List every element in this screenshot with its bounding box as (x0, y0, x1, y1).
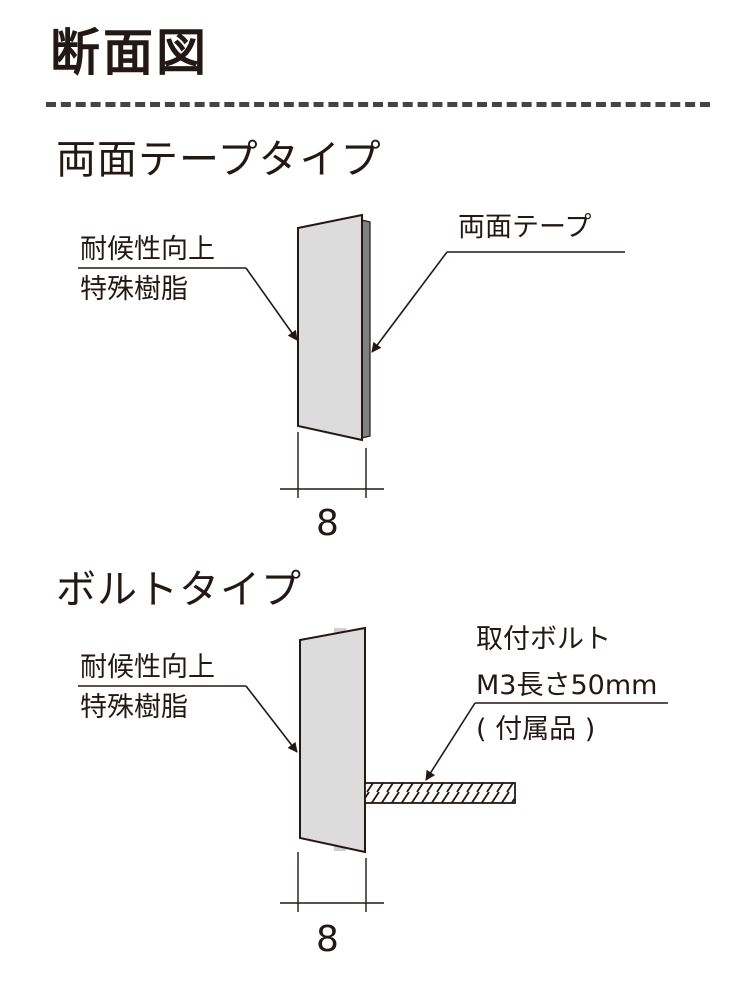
bolt-label-line2: M3長さ50mm (476, 670, 658, 701)
page-title: 断面図 (50, 24, 209, 82)
material-label-tape-line2: 特殊樹脂 (80, 274, 188, 305)
leader-arrow-material-tape (245, 267, 298, 341)
bolt-label-line1: 取付ボルト (476, 624, 611, 655)
material-label-bolt-line2: 特殊樹脂 (80, 692, 188, 723)
dashed-divider (46, 102, 710, 107)
bolt-shaft (364, 782, 516, 804)
leader-arrow-tape (371, 251, 448, 353)
leader-arrow-material-bolt (245, 685, 298, 753)
material-label-bolt-line1: 耐候性向上 (80, 652, 215, 683)
leader-arrow-bolt (425, 702, 476, 781)
tape-label: 両面テープ (458, 212, 592, 243)
resin-panel-bolt (299, 626, 366, 854)
bolt-label-line3: ( 付属品 ) (476, 714, 596, 745)
dimension-label-tape: 8 (316, 503, 339, 544)
material-label-tape-line1: 耐候性向上 (80, 234, 215, 265)
tape-double-sided-layer (361, 219, 371, 439)
resin-panel-tape (297, 213, 363, 442)
dimension-label-bolt: 8 (316, 919, 339, 960)
section-title-tape: 両面テープタイプ (56, 137, 382, 183)
section-title-bolt: ボルトタイプ (56, 567, 302, 613)
